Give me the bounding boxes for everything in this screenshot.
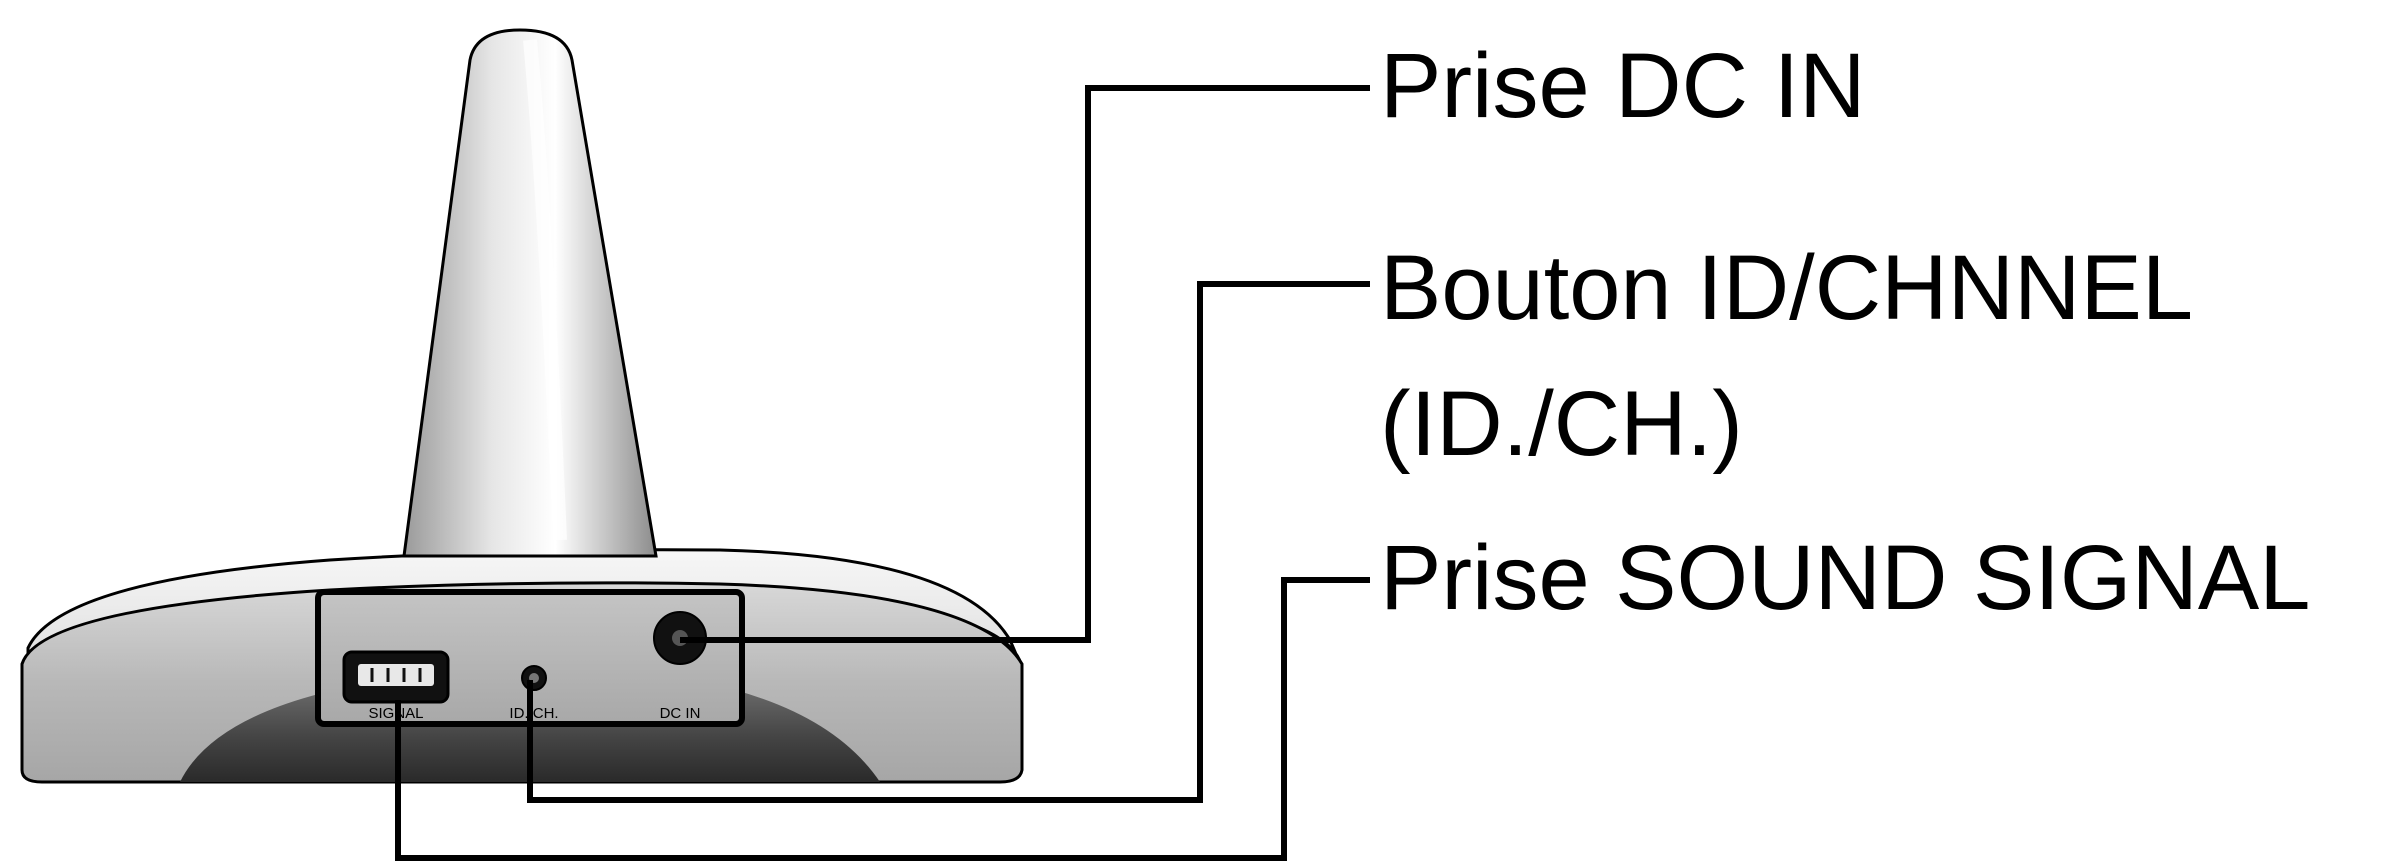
label-dc-in: Prise DC IN <box>1380 35 1866 137</box>
panel-label-id-ch: ID./CH. <box>509 705 558 722</box>
label-sound-signal: Prise SOUND SIGNAL <box>1380 527 2311 629</box>
panel-label-dc-in: DC IN <box>660 705 701 722</box>
leader-line-sound-signal <box>395 577 1370 861</box>
leader-line-dc-in <box>680 85 1370 643</box>
leader-line-id-channel <box>527 281 1370 803</box>
label-id-channel-line2: (ID./CH.) <box>1380 373 1743 475</box>
label-id-channel-line1: Bouton ID/CHNNEL <box>1380 237 2193 339</box>
id-ch-button <box>521 665 547 691</box>
antenna <box>402 28 658 558</box>
antenna-highlight <box>523 39 567 541</box>
signal-port <box>342 650 450 704</box>
